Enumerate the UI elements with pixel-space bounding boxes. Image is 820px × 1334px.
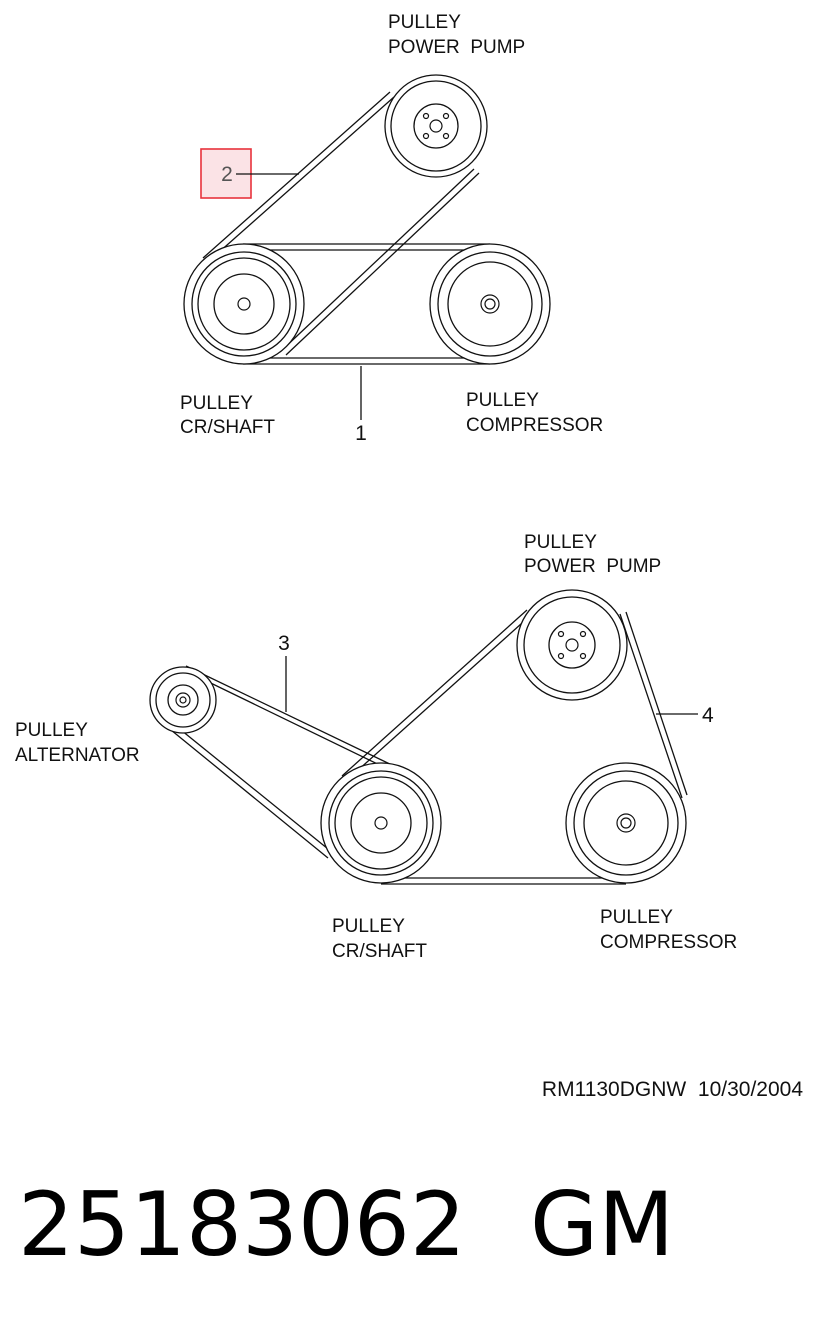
compressor-label-line-2-bottom: COMPRESSOR [600, 932, 737, 953]
power-pump-label-line-2-bottom: POWER PUMP [524, 556, 661, 577]
alternator-label-line-1: PULLEY [15, 720, 88, 741]
bottom-belt-diagram: 3 4 PULLEY POWER PUMP PULLEY ALTERNATOR … [15, 532, 737, 962]
drawing-reference: RM1130DGNW 10/30/2004 [542, 1078, 803, 1101]
belt-4-callout: 4 [702, 704, 714, 727]
power-pump-pulley-bottom [516, 589, 628, 701]
belt-4 [341, 609, 688, 885]
belt-2 [202, 91, 480, 356]
power-pump-pulley-top [384, 74, 488, 178]
compressor-label-line-1-bottom: PULLEY [600, 907, 673, 928]
power-pump-label-line-1: PULLEY [388, 12, 461, 33]
crankshaft-label-line-2: CR/SHAFT [180, 417, 275, 438]
brand-name: GM [530, 1173, 674, 1276]
belt-1-callout: 1 [355, 422, 367, 445]
belt-3 [170, 665, 395, 859]
compressor-label-line-1: PULLEY [466, 390, 539, 411]
compressor-label-line-2: COMPRESSOR [466, 415, 603, 436]
belt-2-callout: 2 [221, 163, 233, 186]
crankshaft-label-line-1-bottom: PULLEY [332, 916, 405, 937]
crankshaft-pulley-top [183, 243, 305, 365]
compressor-pulley-bottom [565, 762, 687, 884]
crankshaft-label-line-2-bottom: CR/SHAFT [332, 941, 427, 962]
compressor-pulley-top [429, 243, 551, 365]
belt-1 [243, 243, 490, 365]
part-number: 25183062 [18, 1173, 466, 1276]
power-pump-label-line-2: POWER PUMP [388, 37, 525, 58]
alternator-label-line-2: ALTERNATOR [15, 745, 140, 766]
crankshaft-label-line-1: PULLEY [180, 393, 253, 414]
belt-3-callout: 3 [278, 632, 290, 655]
crankshaft-pulley-bottom [320, 762, 442, 884]
alternator-pulley-bottom [149, 666, 217, 734]
power-pump-label-line-1-bottom: PULLEY [524, 532, 597, 553]
top-belt-diagram: 1 2 PULLEY POWER PUMP PULLEY CR/SHAFT PU… [180, 12, 603, 445]
